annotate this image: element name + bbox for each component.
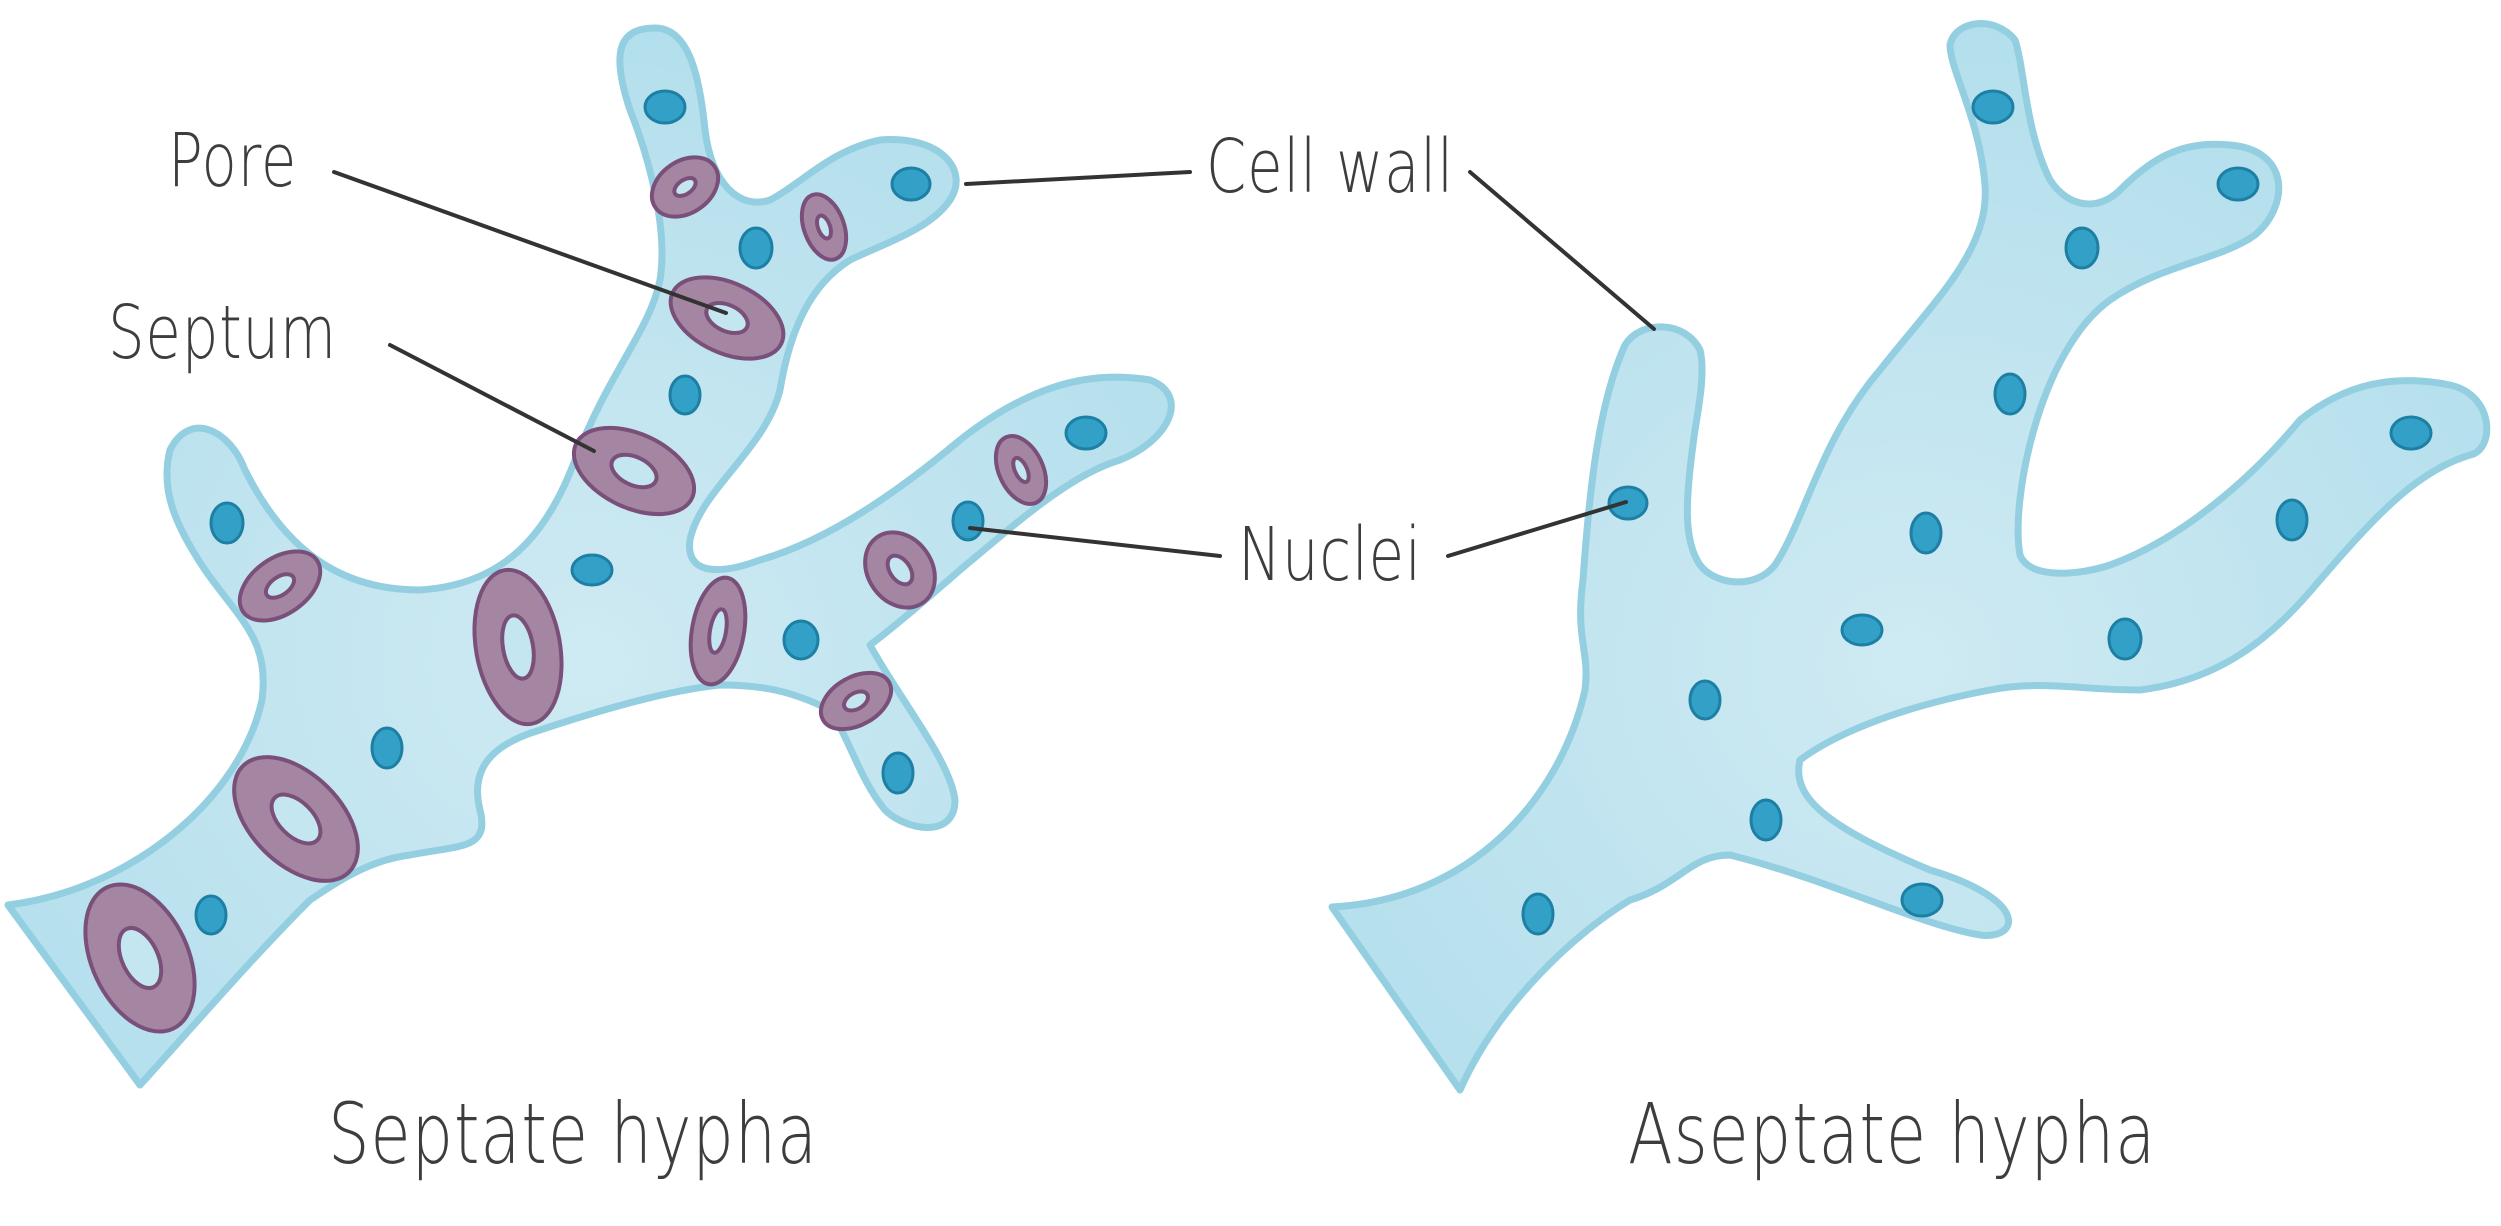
nucleus	[1749, 798, 1783, 842]
nucleus	[2107, 617, 2143, 661]
nucleus	[2064, 226, 2100, 270]
nuclei-leader-line-right	[1446, 500, 1628, 558]
septum-label: Septum	[108, 290, 337, 376]
nuclei	[1521, 89, 2433, 936]
nuclei-label: Nuclei	[1238, 512, 1422, 598]
septa	[83, 155, 1049, 1034]
septate-hypha	[4, 24, 1175, 1089]
nucleus	[881, 751, 915, 795]
nucleus	[2275, 498, 2309, 542]
nuclei-leader-line-left	[968, 526, 1222, 558]
nucleus	[2389, 415, 2433, 451]
septum	[668, 275, 786, 361]
nucleus	[1840, 613, 1884, 647]
septum	[818, 670, 894, 732]
aseptate-hypha-title: Aseptate hypha	[1628, 1085, 2157, 1183]
nucleus	[1688, 679, 1722, 721]
nucleus	[1900, 882, 1944, 918]
septum	[799, 192, 849, 262]
nucleus	[668, 374, 702, 416]
nucleus	[782, 619, 820, 661]
nucleus	[1607, 485, 1649, 521]
septate-hypha-title: Septate hypha	[328, 1085, 818, 1183]
septum	[649, 155, 721, 219]
pore-label: Pore	[168, 118, 298, 204]
aseptate-hypha	[1328, 20, 2491, 1094]
septum	[993, 434, 1049, 506]
septum-leader-line	[388, 343, 596, 453]
septum	[571, 425, 697, 517]
septum	[688, 575, 748, 687]
leader-lines	[332, 170, 1656, 558]
septum	[237, 549, 323, 623]
nucleus	[570, 553, 614, 587]
cell-wall-label: Cell wall	[1206, 124, 1454, 210]
aseptate-hypha-body	[1328, 20, 2491, 1094]
nucleus	[2216, 166, 2260, 202]
nucleus	[1521, 892, 1555, 936]
cell-wall-leader-line-right	[1468, 170, 1656, 331]
septum	[863, 530, 937, 610]
nucleus	[1971, 89, 2015, 125]
nucleus	[890, 166, 932, 202]
nucleus	[1064, 415, 1108, 451]
septum	[472, 567, 564, 727]
nucleus	[1909, 511, 1943, 555]
pore-leader-line	[332, 170, 728, 315]
cell-wall-leader-line-left	[964, 170, 1192, 186]
nucleus	[643, 89, 687, 125]
septum	[83, 882, 197, 1034]
nucleus	[951, 500, 985, 542]
nucleus	[194, 894, 228, 936]
nucleus	[738, 226, 774, 270]
nucleus	[1993, 372, 2027, 416]
nucleus	[370, 726, 404, 770]
septum	[232, 755, 360, 883]
nucleus	[209, 501, 245, 545]
